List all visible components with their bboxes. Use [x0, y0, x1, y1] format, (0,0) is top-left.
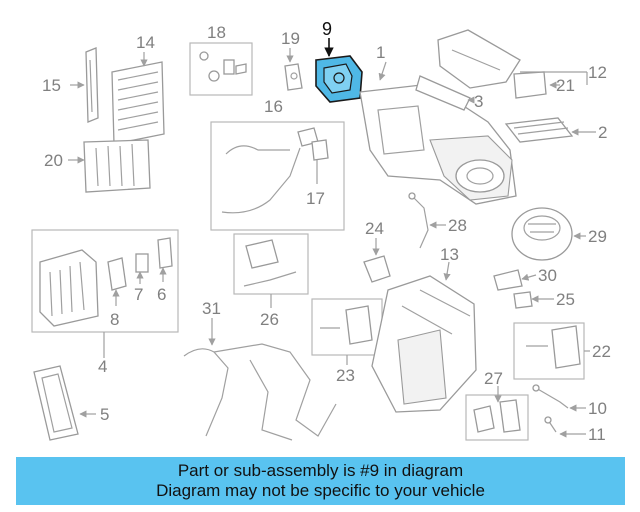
part-29-drawing: [511, 207, 573, 261]
part-3-drawing: [415, 75, 471, 111]
callout-1: 1: [376, 43, 385, 62]
part-21-drawing: [513, 71, 547, 99]
callout-27: 27: [484, 369, 503, 388]
part-12-drawing: [437, 29, 521, 89]
part-23-drawing: [320, 305, 373, 345]
box-4: [31, 229, 179, 333]
callout-20: 20: [44, 151, 63, 170]
part-30-drawing: [493, 269, 523, 291]
info-banner: Part or sub-assembly is #9 in diagram Di…: [16, 457, 625, 505]
part-27-drawing: [473, 399, 521, 433]
callout-5: 5: [100, 405, 109, 424]
part-28-drawing: [408, 192, 429, 249]
part-11-drawing: [544, 416, 557, 433]
part-31-drawing: [183, 343, 337, 441]
part-1-drawing: [359, 83, 517, 205]
part-14-drawing: [111, 61, 165, 145]
part-17-drawing: [311, 139, 329, 161]
callout-12: 12: [588, 63, 607, 82]
part-5-drawing: [33, 365, 79, 441]
part-4-drawing: [39, 249, 99, 327]
part-15-drawing: [85, 47, 99, 123]
box-18: [189, 42, 253, 96]
box-23: [311, 298, 383, 356]
box-16: [210, 121, 345, 231]
callout-18: 18: [207, 23, 226, 42]
banner-line-2: Diagram may not be specific to your vehi…: [156, 481, 485, 500]
callout-9: 9: [322, 19, 332, 39]
part-18-drawing: [199, 51, 247, 82]
part-13-drawing: [371, 275, 477, 413]
callout-labels: 1 2 3 4 5 6 7 8 9 10 11 12 13 15 14 16 1…: [42, 19, 611, 444]
part-16-drawing: [221, 127, 319, 214]
part-7-drawing: [135, 253, 149, 273]
part-26-drawing: [243, 239, 297, 287]
callout-28: 28: [448, 216, 467, 235]
part-10-drawing: [532, 384, 569, 409]
callout-24: 24: [365, 219, 384, 238]
part-2-drawing: [504, 117, 574, 143]
callout-7: 7: [134, 285, 143, 304]
leader-lines: [68, 38, 596, 438]
part-6-drawing: [157, 237, 173, 269]
part-25-drawing: [513, 291, 533, 309]
callout-22: 22: [592, 342, 611, 361]
part-22-drawing: [526, 325, 581, 369]
callout-17: 17: [306, 189, 325, 208]
callout-4: 4: [98, 357, 107, 376]
callout-10: 10: [588, 399, 607, 418]
callout-11: 11: [588, 425, 606, 444]
parts-diagram: 1 2 3 4 5 6 7 8 9 10 11 12 13 15 14 16 1…: [31, 19, 611, 444]
callout-3: 3: [474, 92, 483, 111]
callout-16: 16: [264, 97, 283, 116]
callout-25: 25: [556, 290, 575, 309]
callout-26: 26: [260, 310, 279, 329]
callout-31: 31: [202, 299, 221, 318]
box-27: [465, 394, 529, 441]
banner-line-1: Part or sub-assembly is #9 in diagram: [177, 461, 464, 480]
callout-13: 13: [440, 245, 459, 264]
callout-6: 6: [157, 285, 166, 304]
callout-14: 14: [136, 33, 155, 52]
callout-8: 8: [110, 310, 119, 329]
part-9-drawing: [315, 55, 363, 103]
part-20-drawing: [83, 139, 151, 193]
callout-23: 23: [336, 366, 355, 385]
callout-21: 21: [556, 76, 575, 95]
part-8-drawing: [107, 257, 127, 291]
callout-19: 19: [281, 29, 300, 48]
callout-2: 2: [598, 123, 607, 142]
callout-15: 15: [42, 76, 61, 95]
part-19-drawing: [284, 63, 303, 91]
callout-30: 30: [538, 266, 557, 285]
part-24-drawing: [363, 255, 391, 283]
callout-29: 29: [588, 227, 607, 246]
